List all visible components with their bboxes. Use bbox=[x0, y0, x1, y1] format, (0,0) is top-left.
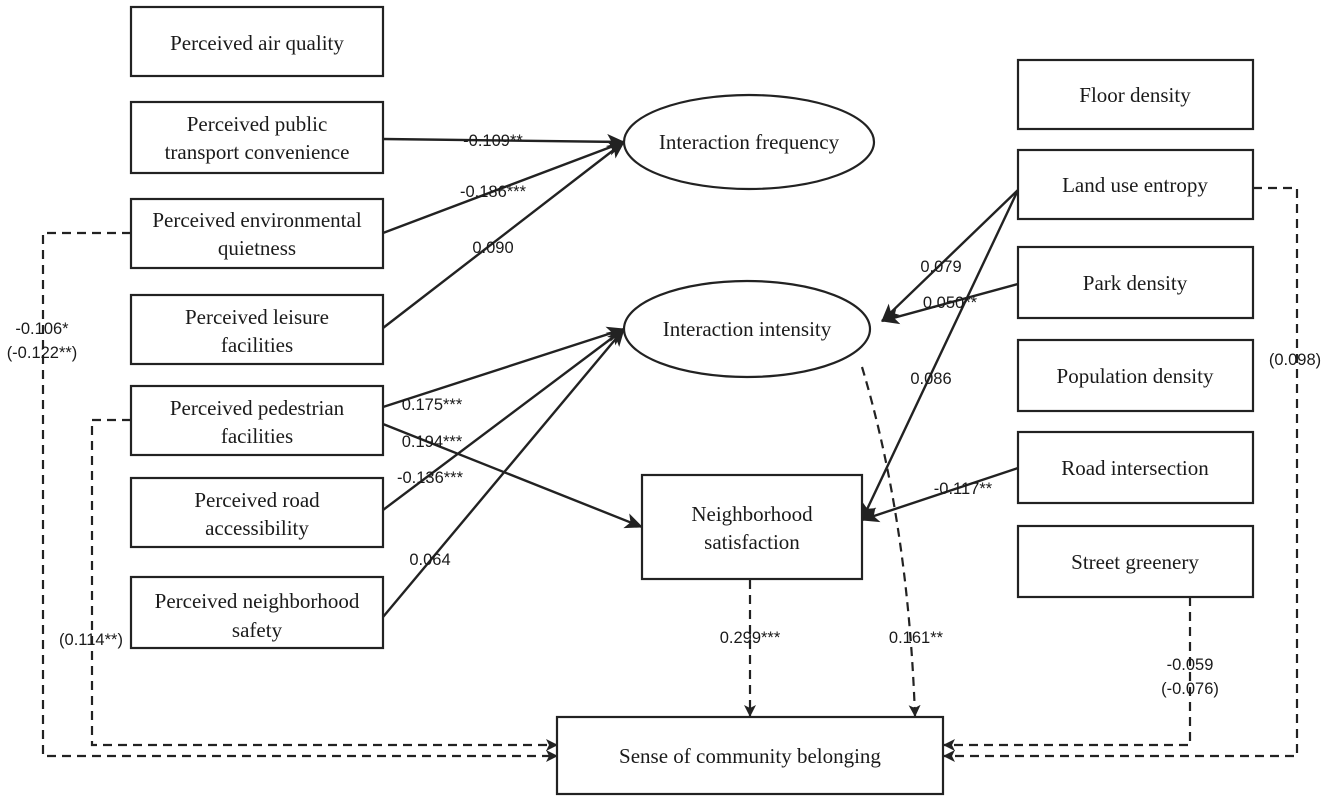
node-floor-density: Floor density bbox=[1016, 58, 1255, 131]
node-label-line1: Perceived neighborhood bbox=[155, 589, 360, 613]
node-sense-of-community-belonging: Sense of community belonging bbox=[555, 715, 945, 796]
coef-quietness-belonging: -0.106* bbox=[15, 320, 69, 338]
node-label: Perceived air quality bbox=[170, 31, 344, 55]
node-interaction-frequency: Interaction frequency bbox=[622, 93, 876, 191]
coef-quietness-frequency: -0.186*** bbox=[460, 183, 527, 201]
edge-landuse-to-satisfaction bbox=[860, 189, 1020, 522]
coef-greenery-belonging-total: (-0.076) bbox=[1161, 680, 1219, 698]
edge-landuse-to-belonging bbox=[943, 186, 1299, 762]
coef-quietness-belonging-total: (-0.122**) bbox=[7, 344, 78, 362]
edge-pedestrian-to-satisfaction bbox=[382, 422, 644, 529]
coef-pedestrian-satisfaction: 0.194*** bbox=[402, 433, 463, 451]
coef-intensity-belonging: 0.161** bbox=[889, 629, 944, 647]
coef-landuse-belonging: (0.098) bbox=[1269, 351, 1321, 369]
node-label-line2: satisfaction bbox=[704, 530, 800, 554]
node-label-line2: facilities bbox=[221, 424, 293, 448]
node-interaction-intensity: Interaction intensity bbox=[622, 279, 872, 379]
nodes: Perceived air quality Perceived public t… bbox=[129, 5, 1255, 796]
edge-roadint-to-satisfaction bbox=[860, 466, 1019, 523]
node-label-line1: Perceived environmental bbox=[152, 208, 361, 232]
coef-satisfaction-belonging: 0.299*** bbox=[720, 629, 781, 647]
coef-leisure-frequency: 0.090 bbox=[472, 239, 513, 257]
node-leisure-facilities: Perceived leisure facilities bbox=[129, 293, 385, 366]
edge-landuse-to-intensity bbox=[881, 189, 1019, 322]
node-street-greenery: Street greenery bbox=[1016, 524, 1255, 599]
edge-labels: -0.109** -0.186*** 0.090 -0.106* (-0.122… bbox=[7, 132, 1321, 698]
node-label: Sense of community belonging bbox=[619, 744, 881, 768]
node-label-line1: Perceived road bbox=[194, 488, 320, 512]
node-environmental-quietness: Perceived environmental quietness bbox=[129, 197, 385, 270]
edge-pedestrian-to-belonging bbox=[90, 418, 558, 751]
node-label-line2: quietness bbox=[218, 236, 296, 260]
node-label-line1: Perceived pedestrian bbox=[170, 396, 345, 420]
coef-landuse-intensity: 0.079 bbox=[920, 258, 961, 276]
node-road-accessibility: Perceived road accessibility bbox=[129, 476, 385, 549]
node-label: Street greenery bbox=[1071, 550, 1199, 574]
node-label: Interaction intensity bbox=[663, 317, 832, 341]
coef-roadint-satisfaction: -0.117** bbox=[934, 480, 993, 498]
edge-road-access-to-intensity bbox=[382, 328, 625, 511]
node-population-density: Population density bbox=[1016, 338, 1255, 413]
coef-greenery-belonging: -0.059 bbox=[1167, 656, 1214, 674]
node-air-quality: Perceived air quality bbox=[129, 5, 385, 78]
edges bbox=[41, 133, 1299, 762]
node-road-intersection: Road intersection bbox=[1016, 430, 1255, 505]
edge-transport-to-frequency bbox=[382, 133, 626, 150]
node-label-line2: accessibility bbox=[205, 516, 309, 540]
coef-safety-intensity: 0.064 bbox=[409, 551, 450, 569]
node-label-line1: Perceived public bbox=[187, 112, 328, 136]
node-land-use-entropy: Land use entropy bbox=[1016, 148, 1255, 221]
node-label: Park density bbox=[1083, 271, 1188, 295]
node-label-line1: Neighborhood bbox=[691, 502, 813, 526]
node-neighborhood-satisfaction: Neighborhood satisfaction bbox=[640, 473, 864, 581]
node-label: Road intersection bbox=[1061, 456, 1209, 480]
coef-landuse-satisfaction: 0.086 bbox=[910, 370, 951, 388]
node-label-line2: safety bbox=[232, 618, 283, 642]
edge-pedestrian-to-intensity bbox=[382, 326, 626, 409]
coef-road-access-intensity: -0.136*** bbox=[397, 469, 464, 487]
edge-quietness-to-frequency bbox=[382, 140, 626, 235]
node-label-line2: transport convenience bbox=[165, 140, 350, 164]
node-label-line2: facilities bbox=[221, 333, 293, 357]
edge-leisure-to-frequency bbox=[382, 141, 625, 329]
node-label-line1: Perceived leisure bbox=[185, 305, 329, 329]
edge-greenery-to-belonging bbox=[943, 597, 1192, 751]
edge-park-to-intensity bbox=[880, 282, 1019, 325]
node-park-density: Park density bbox=[1016, 245, 1255, 320]
edge-quietness-to-belonging bbox=[41, 231, 558, 762]
edge-intensity-to-belonging bbox=[860, 366, 921, 717]
node-label: Land use entropy bbox=[1062, 173, 1208, 197]
node-public-transport: Perceived public transport convenience bbox=[129, 100, 385, 175]
coef-park-intensity: 0.050** bbox=[923, 294, 978, 312]
coef-pedestrian-belonging: (0.114**) bbox=[59, 631, 123, 649]
coef-transport-frequency: -0.109** bbox=[463, 132, 523, 150]
node-neighborhood-safety: Perceived neighborhood safety bbox=[129, 575, 385, 650]
coef-pedestrian-intensity: 0.175*** bbox=[402, 396, 463, 414]
node-label: Interaction frequency bbox=[659, 130, 840, 154]
node-label: Population density bbox=[1057, 364, 1214, 388]
node-pedestrian-facilities: Perceived pedestrian facilities bbox=[129, 384, 385, 457]
node-label: Floor density bbox=[1079, 83, 1191, 107]
